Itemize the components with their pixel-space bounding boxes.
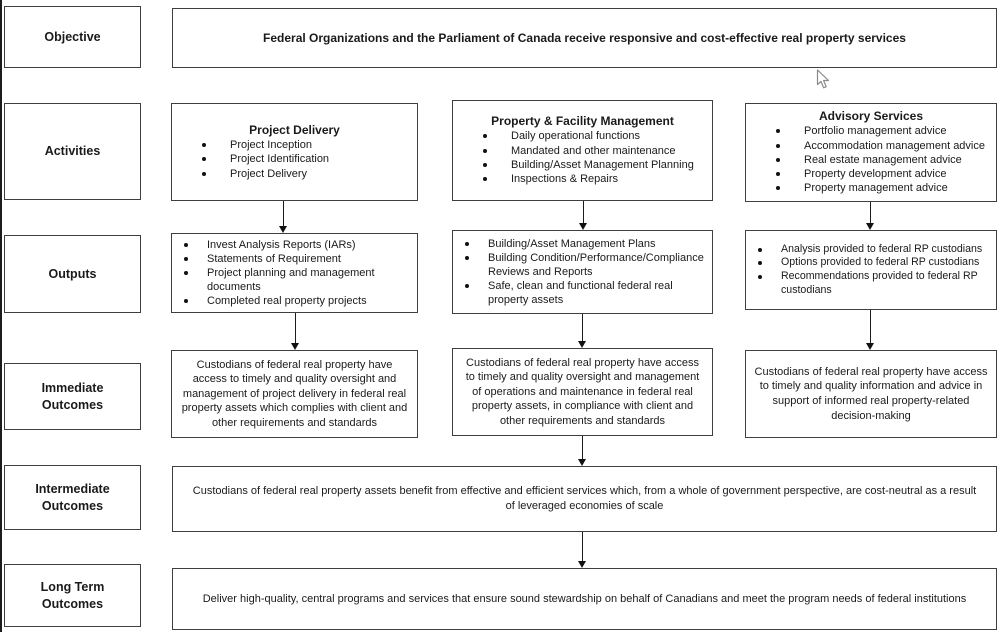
bullet-item: Project Delivery	[175, 167, 414, 181]
outputs-property-facility-box: Building/Asset Management Plans Building…	[452, 230, 713, 314]
activities-project-delivery-box: Project Delivery Project Inception Proje…	[171, 103, 418, 201]
outputs-bullet-list: Invest Analysis Reports (IARs) Statement…	[175, 238, 414, 308]
arrow-immediate-to-intermediate	[578, 436, 586, 466]
row-label-text: Activities	[44, 144, 101, 159]
bullet-item: Statements of Requirement	[175, 252, 414, 266]
immediate-outcome-text: Custodians of federal real property have…	[181, 358, 408, 429]
bullet-item: Safe, clean and functional federal real …	[456, 279, 709, 307]
row-label-activities: Activities	[4, 103, 141, 200]
bullet-item: Inspections & Repairs	[456, 172, 709, 186]
intermediate-outcomes-text: Custodians of federal real property asse…	[192, 485, 977, 512]
row-label-text: Intermediate Outcomes	[35, 482, 110, 513]
row-label-text: Outputs	[48, 266, 97, 281]
immediate-outcome-text: Custodians of federal real property have…	[754, 365, 988, 422]
outputs-advisory-services-box: Analysis provided to federal RP custodia…	[745, 230, 997, 310]
arrow-outputs1-to-immediate1	[291, 313, 299, 350]
arrow-outputs3-to-immediate3	[866, 310, 874, 350]
outputs-project-delivery-box: Invest Analysis Reports (IARs) Statement…	[171, 233, 418, 313]
activities-bullet-list: Portfolio management advice Accommodatio…	[749, 124, 993, 195]
row-label-outputs: Outputs	[4, 235, 141, 313]
objective-text: Federal Organizations and the Parliament…	[263, 31, 906, 45]
bullet-item: Building Condition/Performance/Complianc…	[456, 251, 709, 279]
outputs-bullet-list: Building/Asset Management Plans Building…	[456, 237, 709, 307]
row-label-long-term-outcomes: Long Term Outcomes	[4, 564, 141, 627]
bullet-item: Mandated and other maintenance	[456, 144, 709, 158]
activities-bullet-list: Daily operational functions Mandated and…	[456, 129, 709, 186]
bullet-item: Property management advice	[749, 181, 993, 195]
immediate-outcome-project-delivery-box: Custodians of federal real property have…	[171, 350, 418, 438]
bullet-item: Building/Asset Management Planning	[456, 158, 709, 172]
bullet-item: Project Identification	[175, 152, 414, 166]
row-label-objective: Objective	[4, 6, 141, 68]
page-left-edge-line	[0, 0, 2, 632]
arrow-activities1-to-outputs1	[279, 201, 287, 233]
bullet-item: Project planning and management document…	[175, 266, 414, 294]
arrow-activities3-to-outputs3	[866, 202, 874, 230]
bullet-item: Project Inception	[175, 138, 414, 152]
activities-bullet-list: Project Inception Project Identification…	[175, 138, 414, 181]
activities-column-title: Advisory Services	[818, 109, 924, 124]
bullet-item: Property development advice	[749, 167, 993, 181]
row-label-intermediate-outcomes: Intermediate Outcomes	[4, 465, 141, 530]
row-label-immediate-outcomes: Immediate Outcomes	[4, 363, 141, 430]
bullet-item: Real estate management advice	[749, 153, 993, 167]
long-term-outcomes-box: Deliver high-quality, central programs a…	[172, 568, 997, 630]
arrow-intermediate-to-longterm	[578, 532, 586, 568]
intermediate-outcomes-box: Custodians of federal real property asse…	[172, 466, 997, 532]
activities-column-title: Property & Facility Management	[491, 114, 674, 129]
activities-property-facility-box: Property & Facility Management Daily ope…	[452, 100, 713, 201]
bullet-item: Options provided to federal RP custodian…	[749, 256, 993, 270]
bullet-item: Building/Asset Management Plans	[456, 237, 709, 251]
immediate-outcome-property-facility-box: Custodians of federal real property have…	[452, 348, 713, 436]
row-label-text: Objective	[44, 29, 101, 44]
bullet-item: Recommendations provided to federal RP c…	[749, 270, 993, 297]
immediate-outcome-advisory-services-box: Custodians of federal real property have…	[745, 350, 997, 438]
bullet-item: Analysis provided to federal RP custodia…	[749, 243, 993, 257]
bullet-item: Daily operational functions	[456, 129, 709, 143]
row-label-text: Immediate Outcomes	[41, 381, 104, 412]
objective-box: Federal Organizations and the Parliament…	[172, 8, 997, 68]
arrow-outputs2-to-immediate2	[578, 314, 586, 348]
bullet-item: Accommodation management advice	[749, 139, 993, 153]
row-label-text: Long Term Outcomes	[40, 580, 105, 611]
outputs-bullet-list: Analysis provided to federal RP custodia…	[749, 243, 993, 297]
activities-advisory-services-box: Advisory Services Portfolio management a…	[745, 103, 997, 202]
long-term-outcomes-text: Deliver high-quality, central programs a…	[202, 592, 967, 605]
immediate-outcome-text: Custodians of federal real property have…	[465, 356, 700, 427]
bullet-item: Completed real property projects	[175, 294, 414, 308]
mouse-cursor-icon	[816, 69, 830, 95]
activities-column-title: Project Delivery	[249, 123, 340, 138]
arrow-activities2-to-outputs2	[579, 201, 587, 230]
bullet-item: Portfolio management advice	[749, 124, 993, 138]
bullet-item: Invest Analysis Reports (IARs)	[175, 238, 414, 252]
